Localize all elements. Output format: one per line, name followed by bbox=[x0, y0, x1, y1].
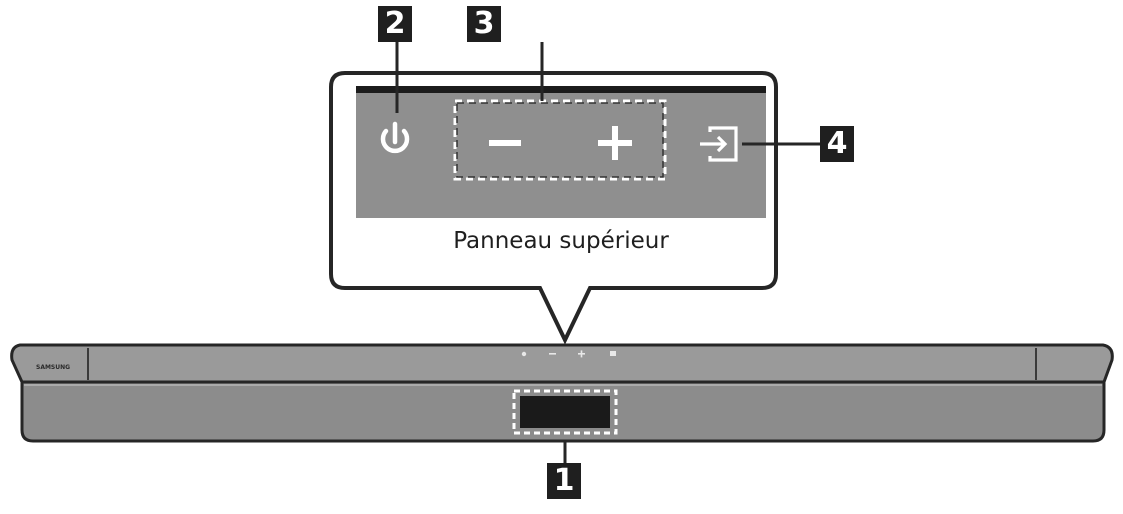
callout-number-4: 4 bbox=[820, 126, 854, 162]
front-display bbox=[520, 396, 610, 428]
soundbar-mini-buttons bbox=[521, 350, 616, 358]
top-panel-caption: Panneau supérieur bbox=[453, 228, 669, 254]
volume-buttons-highlight-shadow bbox=[456, 102, 664, 178]
soundbar-brand-logo: SAMSUNG bbox=[36, 364, 70, 371]
mini-minus-icon bbox=[549, 353, 556, 355]
mini-plus-icon-vertical bbox=[580, 350, 583, 358]
callout-number-3: 3 bbox=[467, 6, 501, 42]
mini-power-icon bbox=[521, 351, 527, 357]
source-input-icon[interactable] bbox=[700, 126, 738, 162]
display-highlight bbox=[512, 389, 618, 435]
soundbar-top-surface bbox=[10, 343, 1114, 384]
mini-source-icon bbox=[610, 351, 616, 356]
callout-number-2: 2 bbox=[378, 6, 412, 42]
soundbar: SAMSUNG bbox=[10, 343, 1114, 443]
top-panel-surface bbox=[356, 86, 766, 218]
callout-number-1: 1 bbox=[547, 463, 581, 499]
power-icon[interactable] bbox=[380, 121, 410, 154]
volume-plus-icon[interactable] bbox=[598, 126, 632, 160]
callout-bubble bbox=[329, 71, 778, 345]
top-panel-edge bbox=[356, 86, 766, 93]
